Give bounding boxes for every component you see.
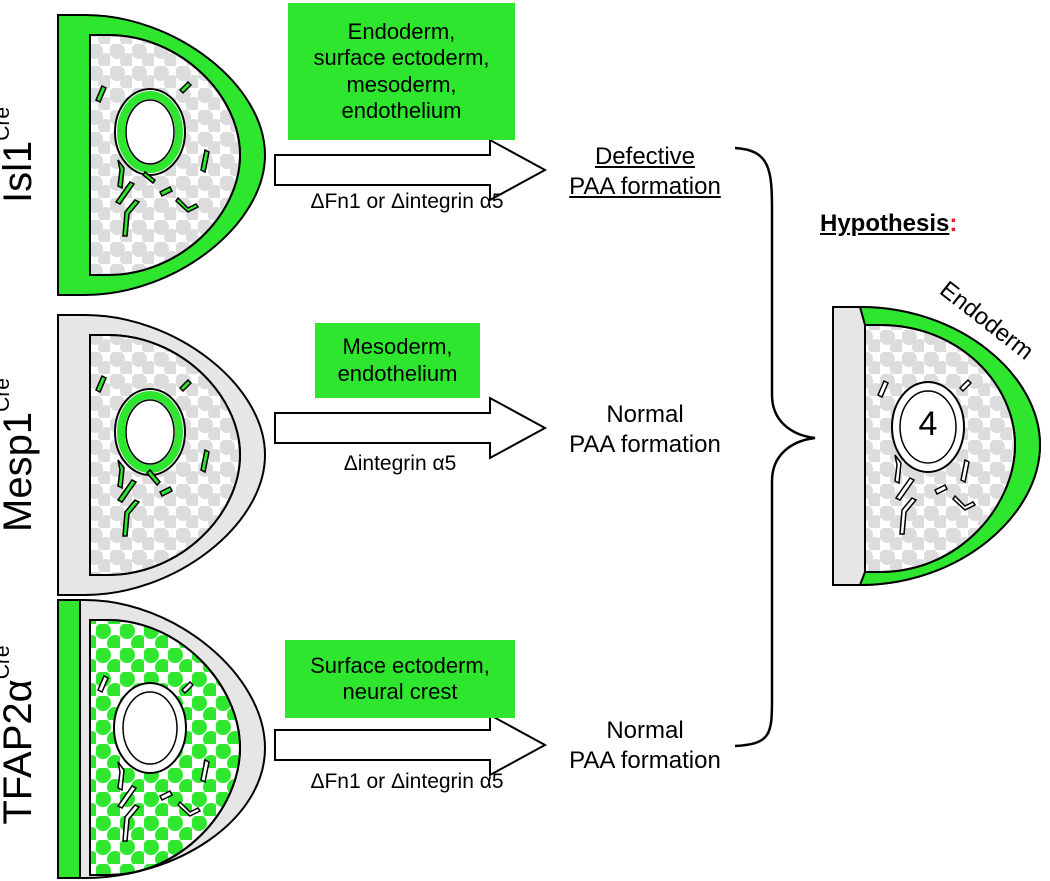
tissue-box-tfap2a: Surface ectoderm, neural crest [285, 640, 515, 718]
arch-hypothesis [832, 305, 1042, 587]
tissue-box-mesp1: Mesoderm, endothelium [315, 323, 480, 398]
arch-isl1 [57, 14, 267, 296]
arch-tfap2a [57, 599, 267, 879]
arrow-tfap2a [274, 713, 548, 777]
driver-label-mesp1: Mesp1Cre [0, 378, 40, 532]
arch-number: 4 [918, 405, 938, 443]
right-brace [734, 146, 816, 748]
arrow-caption-mesp1: Δintegrin α5 [343, 452, 457, 475]
driver-label-isl1: Isl1Cre [0, 106, 40, 204]
tissue-box-isl1: Endoderm, surface ectoderm, mesoderm, en… [288, 3, 515, 140]
arch-mesp1 [57, 314, 267, 596]
arrow-mesp1 [274, 396, 548, 460]
driver-label-tfap2a: TFAP2αCre [0, 645, 40, 825]
arrow-caption-isl1: ΔFn1 or Δintegrin α5 [310, 190, 504, 213]
arrow-caption-tfap2a: ΔFn1 or Δintegrin α5 [310, 770, 504, 793]
arrow-isl1 [274, 138, 548, 202]
hypothesis-title: Hypothesis: [820, 210, 958, 237]
